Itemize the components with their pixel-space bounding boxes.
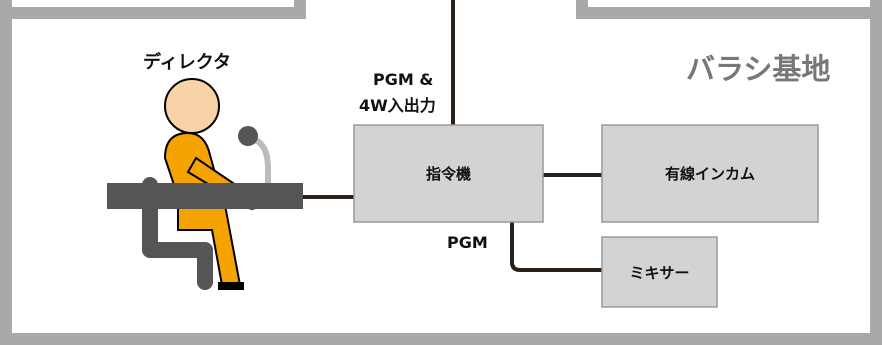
mixer-box bbox=[601, 236, 718, 308]
cable-controller-to-mixer bbox=[510, 222, 602, 272]
wired-intercom-label: 有線インカム bbox=[664, 165, 755, 183]
base-label: バラシ基地 bbox=[686, 52, 831, 86]
cables bbox=[302, 0, 602, 272]
microphone-stand-icon bbox=[249, 135, 271, 188]
top-link-label-line2: 4W入出力 bbox=[359, 96, 436, 115]
pgm-label: PGM bbox=[447, 233, 488, 252]
shoe-icon bbox=[218, 282, 244, 290]
chair-icon bbox=[142, 177, 213, 290]
inner-wall-left bbox=[6, 0, 306, 19]
desk-icon bbox=[107, 183, 303, 209]
intercom-controller-label: 指令機 bbox=[425, 165, 471, 183]
mixer-label: ミキサー bbox=[629, 263, 690, 282]
person-head bbox=[164, 78, 220, 134]
director-label: ディレクタ bbox=[143, 52, 232, 73]
microphone-icon bbox=[238, 126, 258, 146]
intercom-controller-box bbox=[353, 124, 544, 223]
inner-wall-right bbox=[576, 0, 876, 19]
director-figure bbox=[107, 78, 303, 290]
top-link-label-line1: PGM & bbox=[373, 70, 434, 89]
wired-intercom-box bbox=[601, 124, 819, 223]
